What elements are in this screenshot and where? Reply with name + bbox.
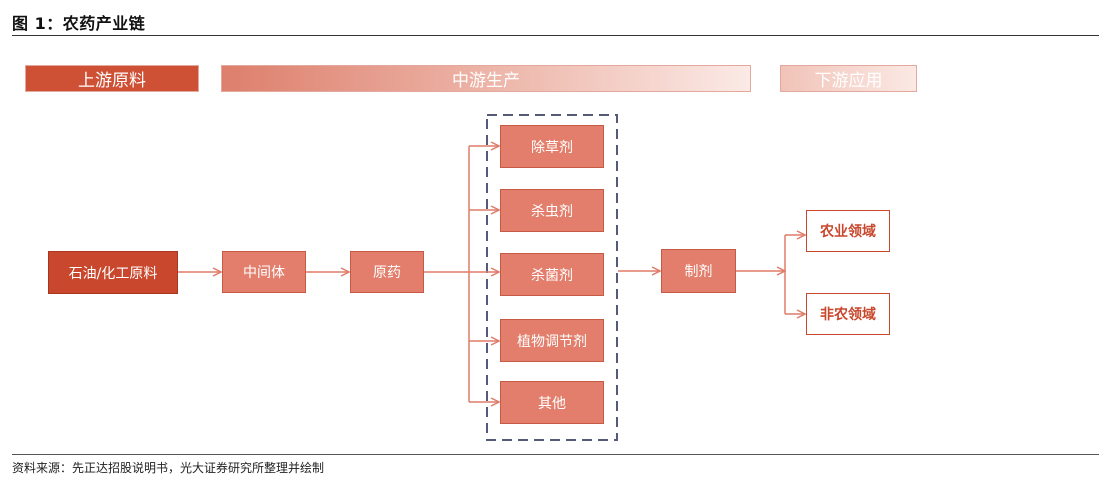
top-rule [12, 35, 1099, 36]
node-agriculture: 农业领域 [806, 210, 890, 252]
node-formulation: 制剂 [661, 249, 736, 293]
node-active-ingredient: 原药 [350, 251, 424, 293]
node-raw-materials: 石油/化工原料 [48, 251, 178, 294]
node-intermediate: 中间体 [222, 251, 306, 293]
node-plant-regulator: 植物调节剂 [500, 319, 604, 362]
stage-midstream: 中游生产 [221, 65, 751, 92]
node-herbicide: 除草剂 [500, 125, 604, 168]
node-fungicide: 杀菌剂 [500, 253, 604, 296]
midstream-dashed-frame [486, 114, 618, 441]
bottom-rule [12, 454, 1099, 455]
stage-upstream: 上游原料 [25, 65, 199, 92]
figure-title: 图 1：农药产业链 [12, 14, 146, 33]
node-non-agriculture: 非农领域 [806, 293, 890, 335]
node-other: 其他 [500, 381, 604, 424]
source-note: 资料来源：先正达招股说明书，光大证券研究所整理并绘制 [12, 461, 325, 475]
stage-downstream: 下游应用 [780, 65, 917, 92]
node-insecticide: 杀虫剂 [500, 189, 604, 232]
